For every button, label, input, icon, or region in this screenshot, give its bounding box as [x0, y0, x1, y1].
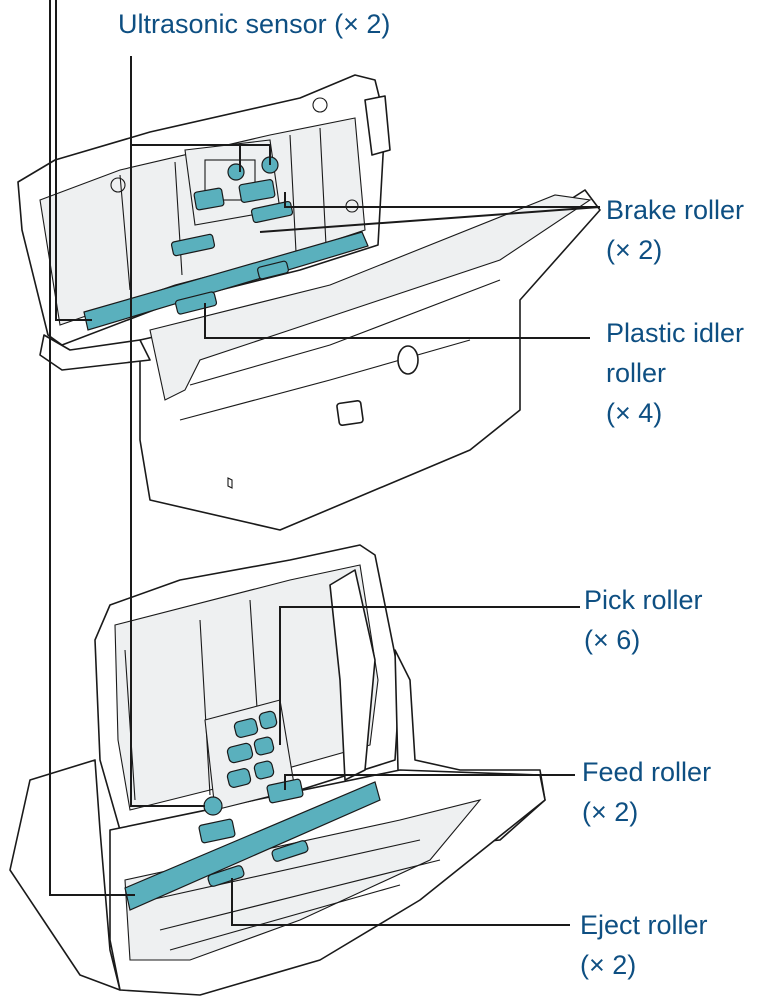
leader-line-ultrasonic	[130, 56, 205, 807]
top-scanner-chute	[149, 194, 592, 401]
pick-roller-4	[253, 736, 275, 756]
leader-line-pick	[279, 606, 580, 745]
bottom-scanner-housing	[9, 759, 121, 991]
bottom-glass-strip	[124, 781, 381, 911]
label-brake-roller: Brake roller (× 2)	[606, 190, 744, 270]
label-pick-roller: Pick roller (× 6)	[584, 580, 703, 660]
feed-roller-1	[198, 818, 236, 844]
ultrasonic-sensor-bottom	[203, 796, 223, 816]
leader-line-brake	[284, 192, 600, 208]
top-glass-strip	[83, 231, 369, 331]
bottom-scanner-illustration	[9, 544, 546, 996]
idler-roller-3	[174, 291, 218, 315]
label-brake-line1: Brake roller	[606, 195, 745, 225]
top-scanner-illustration	[17, 74, 601, 531]
pick-roller-3	[226, 742, 254, 764]
label-feed-line1: Feed roller	[582, 757, 712, 787]
label-pick-line1: Pick roller	[584, 585, 703, 615]
idler-roller-4	[257, 260, 289, 280]
eject-roller-1	[207, 865, 245, 887]
label-pick-line2: (× 6)	[584, 625, 641, 655]
label-ultrasonic-text: Ultrasonic sensor (× 2)	[118, 9, 391, 39]
label-eject-line2: (× 2)	[580, 950, 637, 980]
label-idler-line1: Plastic idler	[606, 318, 745, 348]
leader-line-idler	[204, 303, 590, 339]
label-brake-line2: (× 2)	[606, 235, 663, 265]
label-eject-roller: Eject roller (× 2)	[580, 905, 708, 985]
leader-line-feed	[284, 774, 575, 790]
label-idler-line3: (× 4)	[606, 398, 663, 428]
leader-line-eject	[231, 878, 570, 926]
idler-roller-1	[170, 233, 216, 257]
pick-roller-2	[258, 710, 278, 730]
pick-roller-1	[233, 718, 259, 738]
label-feed-roller: Feed roller (× 2)	[582, 752, 711, 832]
label-feed-line2: (× 2)	[582, 797, 639, 827]
pick-roller-6	[253, 760, 275, 780]
brake-roller-1	[193, 187, 225, 211]
leader-lines	[49, 0, 601, 926]
leader-line-top-glass	[55, 0, 92, 321]
eject-roller-2	[271, 840, 309, 862]
label-ultrasonic-sensor: Ultrasonic sensor (× 2)	[118, 4, 390, 44]
label-idler-line2: roller	[606, 358, 667, 388]
feed-roller-2	[266, 778, 304, 804]
pick-roller-5	[226, 768, 252, 788]
label-plastic-idler-roller: Plastic idler roller (× 4)	[606, 313, 744, 433]
leader-line-left-glass	[49, 0, 135, 896]
label-eject-line1: Eject roller	[580, 910, 708, 940]
ultrasonic-sensor-top-1	[227, 163, 245, 181]
brake-roller-2	[238, 179, 276, 203]
